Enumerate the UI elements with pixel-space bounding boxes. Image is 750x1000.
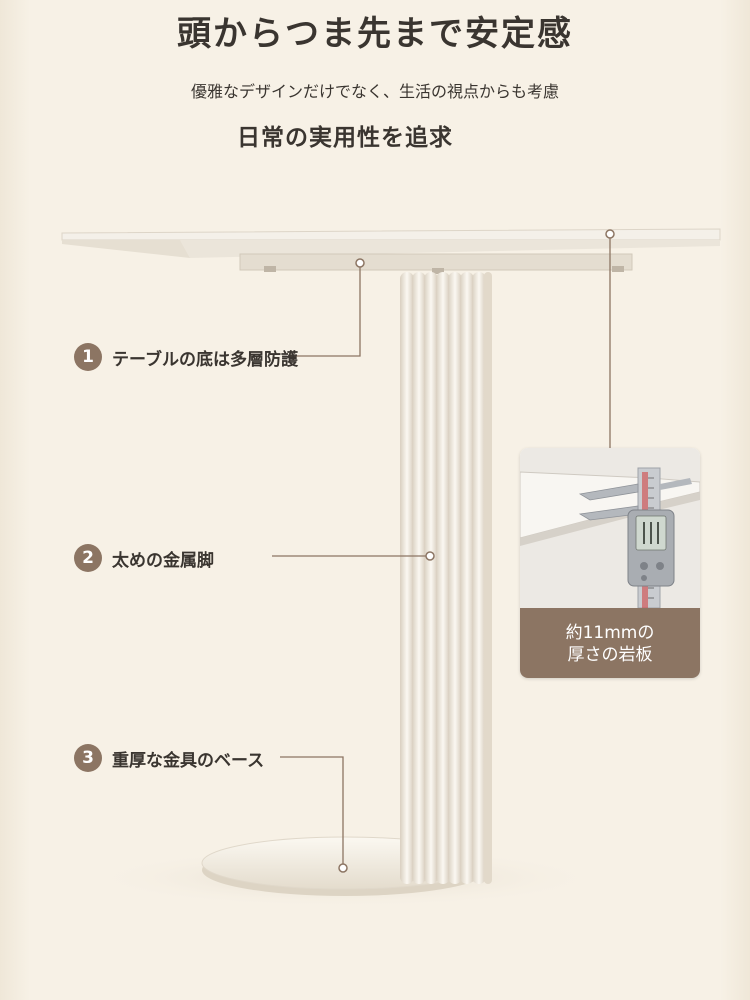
fluted-leg — [400, 272, 492, 884]
right-edge-shade — [720, 0, 750, 1000]
leader-dots — [338, 229, 615, 873]
leader-lines — [272, 235, 611, 868]
subline: 優雅なデザインだけでなく、生活の視点からも考慮 — [190, 82, 559, 101]
callout-3: 3 重厚な金具のベース — [74, 744, 264, 772]
callout-2: 2 太めの金属脚 — [74, 544, 214, 572]
table-top-edge-left — [62, 240, 190, 258]
inset-caption-line2: 厚さの岩板 — [567, 645, 653, 665]
support-plate — [239, 253, 633, 271]
caliper-photo — [520, 448, 700, 609]
inset-caption-line1: 約11mmの — [565, 623, 655, 643]
callout-2-number: 2 — [74, 544, 102, 572]
support-bracket-left — [264, 266, 276, 272]
callout-1-label: テーブルの底は多層防護 — [112, 349, 298, 370]
support-bracket-center — [432, 268, 444, 274]
callout-1-number: 1 — [74, 343, 102, 371]
left-edge-shade — [0, 0, 30, 1000]
inset-caption: 約11mmの 厚さの岩板 — [520, 608, 700, 678]
table-top-slab — [61, 228, 721, 241]
subline-secondary: 日常の実用性を追求 — [237, 125, 453, 151]
callout-3-label: 重厚な金具のベース — [112, 750, 265, 771]
callout-2-label: 太めの金属脚 — [112, 550, 214, 571]
callout-1: 1 テーブルの底は多層防護 — [74, 343, 298, 371]
headline: 頭からつま先まで安定感 — [177, 14, 573, 54]
thickness-inset: 約11mmの 厚さの岩板 — [520, 448, 700, 678]
callout-3-number: 3 — [74, 744, 102, 772]
support-bracket-right — [612, 266, 624, 272]
